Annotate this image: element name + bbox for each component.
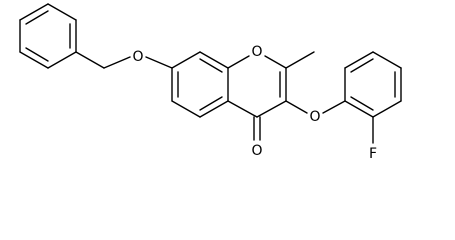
bond [227,55,250,69]
bond [264,55,287,69]
bond [199,51,229,69]
bond [285,100,308,114]
fluorophenyl-ring [344,51,402,118]
bond [171,51,201,69]
bond [47,3,77,21]
chromone-benzo-ring [171,51,229,118]
atom-oxygen-ring: O [251,44,262,60]
bond [372,100,402,118]
double-bond-inner [25,10,49,25]
chemical-structure-diagram: O O O O F [19,3,402,162]
bond [199,100,229,118]
bond [256,100,287,118]
bond [47,51,77,69]
bond [145,56,173,69]
bond [227,100,258,118]
bond [344,100,374,118]
bond [372,51,402,69]
atom-oxygen-aryl-ether: O [309,109,320,125]
svg-text:O: O [251,143,262,159]
bond [19,51,49,69]
double-bond-inner [25,47,49,62]
bond [344,51,374,69]
svg-text:O: O [251,44,262,60]
benzyl-phenyl-ring [19,3,77,69]
svg-text:F: F [369,146,377,162]
double-bond-inner [350,58,374,73]
atom-oxygen-benzyl-ether: O [132,49,143,65]
svg-text:O: O [132,49,143,65]
benzyloxy-linker [75,51,173,69]
chromone-pyranone-ring [227,55,287,118]
svg-text:O: O [309,109,320,125]
bond [322,100,346,114]
bond [103,56,131,69]
double-bond-inner [199,58,223,73]
bond [19,3,49,21]
double-bond-inner [199,96,223,111]
bond [75,51,105,69]
aryloxy-linker [285,100,346,114]
carbonyl-group [253,116,261,141]
methyl-bond [285,51,315,69]
bond [171,100,201,118]
atom-fluorine: F [369,146,377,162]
atom-oxygen-carbonyl: O [251,143,262,159]
double-bond-inner [350,96,374,111]
